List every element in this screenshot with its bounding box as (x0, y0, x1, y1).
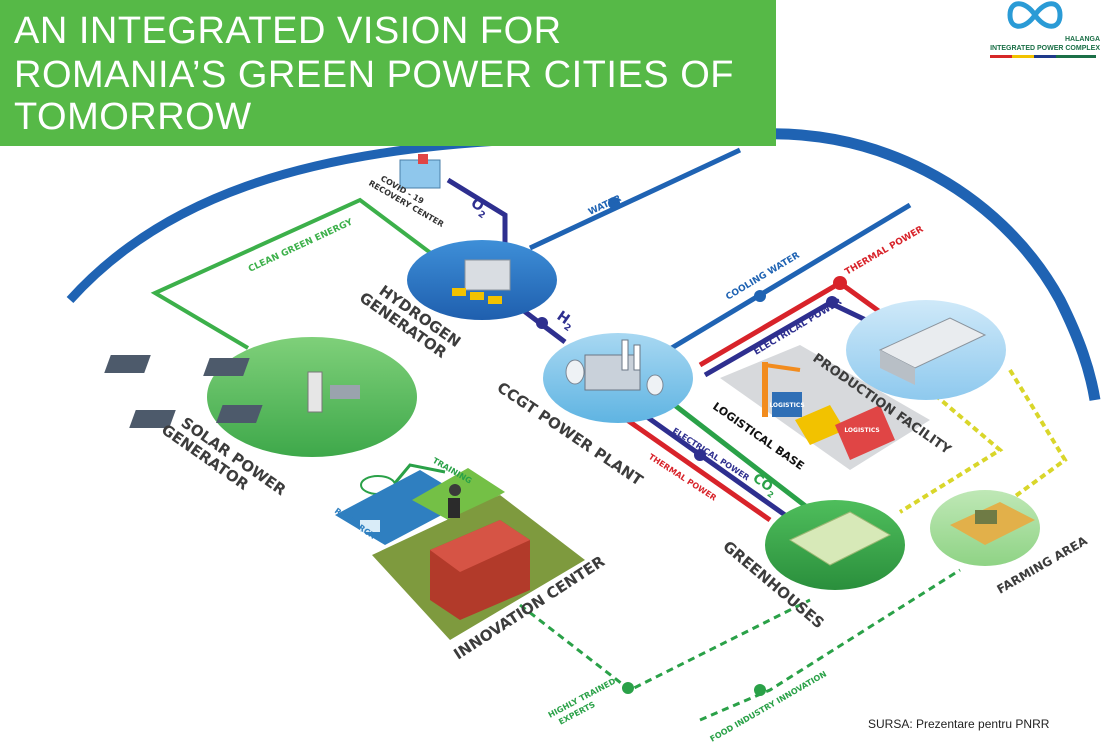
yellow-link-1 (898, 393, 1004, 514)
experts-label: HIGHLY TRAINED EXPERTS (547, 675, 625, 729)
experts-dot (622, 682, 634, 694)
source-note: SURSA: Prezentare pentru PNRR (868, 717, 1050, 731)
cooling-water-dot (754, 290, 766, 302)
ccgt-power-plant-node (543, 333, 693, 423)
covid-recovery-building (399, 154, 441, 189)
farming-area-node (930, 490, 1040, 566)
logo-name-line-2: INTEGRATED POWER COMPLEX (990, 45, 1100, 52)
experts-dashed-line (519, 598, 811, 692)
infinity-logo-icon (990, 1, 1096, 58)
title-line-2: ROMANIA’S GREEN POWER CITIES OF (14, 54, 734, 96)
h2-dot (536, 317, 548, 329)
production-facility-node (846, 300, 1006, 400)
electrical-mid-dot (694, 449, 706, 461)
food-dot (754, 684, 766, 696)
thermal-power-mid-line (618, 412, 772, 523)
food-innovation-label: FOOD INDUSTRY INNOVATION (709, 669, 829, 743)
food-dashed-line (699, 568, 961, 722)
hydrogen-generator-node (407, 240, 557, 320)
logo-name-line-1: HALANGA (1065, 36, 1100, 43)
outer-arc-right (734, 128, 1101, 401)
innovation-center-node (335, 468, 585, 640)
water-line (528, 147, 742, 251)
outer-arc (66, 135, 521, 304)
electrical-top-dot (826, 296, 838, 308)
thermal-top-dot (833, 276, 847, 290)
solar-power-node (104, 337, 417, 457)
o2-label: O2 (466, 195, 492, 221)
co2-line (666, 398, 810, 510)
o2-line (446, 177, 508, 245)
yellow-link-2 (1008, 368, 1068, 502)
halanga-logo: HALANGA INTEGRATED POWER COMPLEX (975, 0, 1100, 70)
thermal-power-top-label: THERMAL POWER (844, 225, 926, 278)
title-line-1: AN INTEGRATED VISION FOR (14, 10, 562, 52)
training-line (393, 463, 446, 484)
electrical-power-mid-line (638, 409, 787, 518)
cooling-water-line (658, 202, 912, 358)
greenhouses-node (765, 500, 905, 590)
logistics-sign-2: LOGISTICS (844, 427, 879, 434)
title-banner: AN INTEGRATED VISION FOR ROMANIA’S GREEN… (0, 0, 776, 146)
title-line-3: TOMORROW (14, 96, 252, 138)
water-dot (608, 197, 620, 209)
h2-label: H2 (552, 308, 578, 334)
logistics-sign-1: LOGISTICS (769, 402, 804, 409)
logistical-base-node: LOGISTICS LOGISTICS (720, 345, 930, 470)
clean-green-energy-line (150, 197, 442, 350)
